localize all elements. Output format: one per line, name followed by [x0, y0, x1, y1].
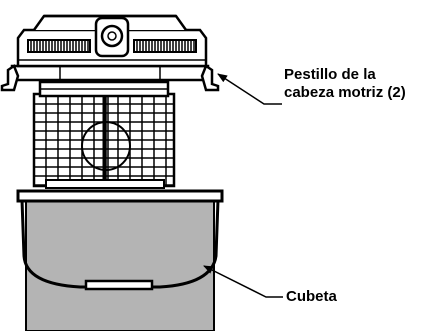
power-head-latch-label-line2: cabeza motriz (2) — [284, 84, 406, 101]
motor-head-neck — [38, 80, 170, 98]
power-head-latch-right — [200, 64, 220, 92]
filter-cage — [32, 92, 176, 189]
power-head-latch-left — [0, 64, 20, 92]
bucket-leader-line — [203, 265, 283, 298]
bucket-rim — [16, 189, 224, 203]
bucket-body — [25, 195, 215, 332]
latch-leader-line — [217, 73, 282, 105]
motor-head — [10, 14, 210, 82]
bucket — [16, 189, 224, 332]
power-head-latch-label: Pestillo de la cabeza motriz (2) — [284, 66, 406, 102]
bucket-handle-grip — [84, 279, 154, 291]
bucket-label: Cubeta — [286, 288, 337, 305]
power-head-latch-label-line1: Pestillo de la — [284, 66, 376, 83]
